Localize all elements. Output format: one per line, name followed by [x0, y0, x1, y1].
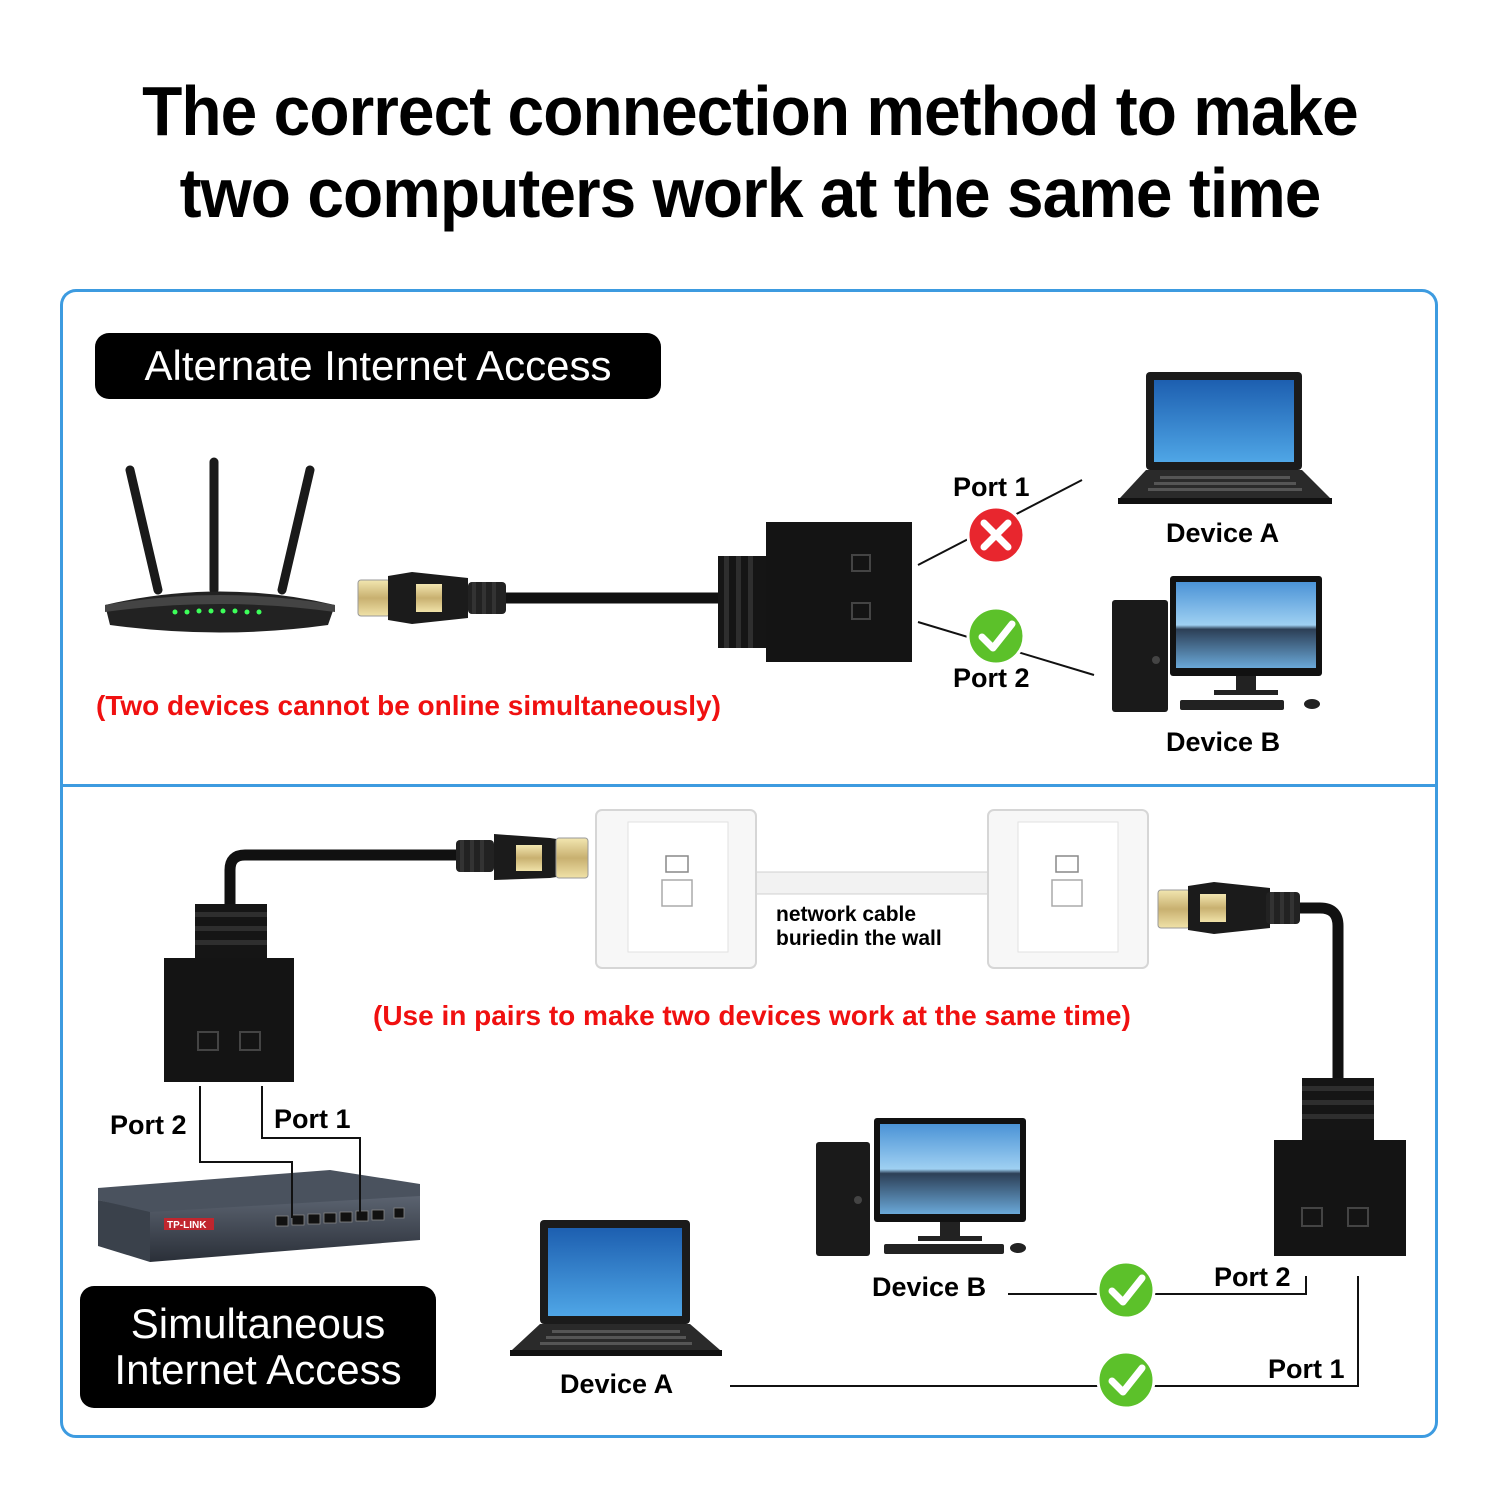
top-port2-label: Port 2 — [953, 663, 1030, 693]
left-port1-label: Port 1 — [274, 1104, 351, 1134]
right-splitter-icon — [1157, 882, 1406, 1256]
simultaneous-access-panel — [60, 784, 1438, 1438]
left-port-wires — [199, 1086, 361, 1218]
cable-note: network cable buriedin the wall — [776, 903, 942, 951]
alternate-access-heading: Alternate Internet Access — [95, 333, 661, 399]
right-port1-label: Port 1 — [1268, 1354, 1345, 1384]
title-line-2: two computers work at the same time — [179, 154, 1322, 232]
bottom-device-b-label: Device B — [872, 1272, 987, 1302]
x-icon — [966, 505, 1026, 565]
top-port1-label: Port 1 — [953, 472, 1030, 502]
wall-plate-right-icon — [987, 809, 1149, 969]
top-device-b-label: Device B — [1166, 727, 1281, 757]
check-icon — [1096, 1260, 1156, 1320]
page-title: The correct connection method to make tw… — [45, 70, 1455, 234]
simultaneous-heading-line-1: Simultaneous — [130, 1300, 386, 1347]
bottom-note-text: (Use in pairs to make two devices work a… — [373, 1000, 1131, 1031]
check-icon — [966, 606, 1026, 666]
laptop-icon — [1118, 372, 1332, 504]
wall-plate-left-icon — [595, 809, 757, 969]
left-splitter-icon — [164, 834, 589, 1082]
title-line-1: The correct connection method to make — [142, 72, 1359, 150]
simultaneous-access-heading: Simultaneous Internet Access — [80, 1286, 436, 1408]
cable-note-line-2: buriedin the wall — [776, 927, 942, 950]
alternate-access-heading-text: Alternate Internet Access — [144, 342, 612, 389]
right-port2-label: Port 2 — [1214, 1262, 1291, 1292]
network-switch-icon: TP-LINK — [98, 1170, 420, 1262]
desktop-computer-icon — [1112, 576, 1322, 712]
desktop-computer-icon — [816, 1118, 1026, 1256]
check-icon — [1096, 1350, 1156, 1410]
bottom-device-a-label: Device A — [560, 1369, 674, 1399]
simultaneous-heading-line-2: Internet Access — [114, 1346, 402, 1393]
router-icon — [105, 457, 335, 633]
splitter-cable-icon — [357, 522, 912, 662]
left-port2-label: Port 2 — [110, 1110, 187, 1140]
top-warning-text: (Two devices cannot be online simultaneo… — [96, 690, 721, 721]
top-device-a-label: Device A — [1166, 518, 1280, 548]
laptop-icon — [510, 1220, 722, 1356]
svg-text:TP-LINK: TP-LINK — [167, 1220, 207, 1231]
cable-note-line-1: network cable — [776, 903, 917, 926]
alternate-access-panel — [60, 289, 1438, 786]
